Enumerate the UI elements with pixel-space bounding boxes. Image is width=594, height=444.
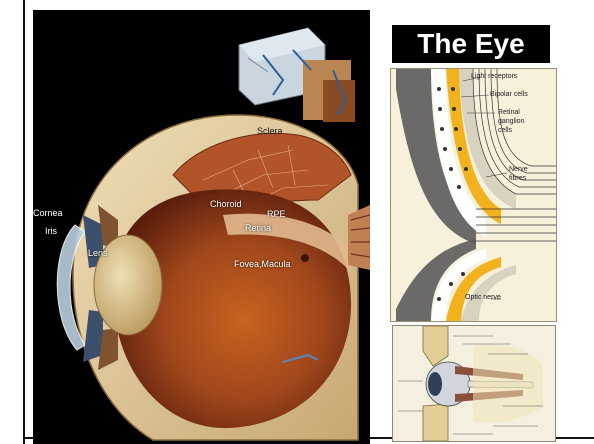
orbit-anatomy-drawing — [393, 326, 555, 441]
retina-layers-drawing — [391, 69, 556, 321]
slide-left-border — [23, 0, 25, 444]
label-retinal-ganglion-line2: ganglion — [498, 118, 524, 126]
label-retinal-ganglion-line3: cells — [498, 127, 512, 135]
fovea-spot — [301, 254, 309, 262]
retina-layers-diagram: Light receptors Bipolar cells Retinal ga… — [390, 68, 557, 322]
page-title: The Eye — [392, 28, 550, 60]
label-rpe: RPE — [267, 209, 286, 219]
label-cornea: Cornea — [33, 208, 63, 218]
label-nerve-fibres-line2: fibres — [509, 175, 526, 183]
label-retina: Retina — [245, 223, 271, 233]
eye-cross-section-illustration: Sclera Choroid RPE Retina Fovea,Macula C… — [33, 10, 370, 444]
title-banner: The Eye — [392, 25, 550, 63]
label-lens: Lens — [88, 248, 108, 258]
label-fovea-macula: Fovea,Macula — [234, 259, 291, 269]
orbit-anatomy-diagram — [392, 325, 556, 442]
eye-cross-section-drawing — [33, 10, 370, 444]
label-optic-nerve: Optic nerve — [465, 294, 501, 302]
label-iris: Iris — [45, 226, 57, 236]
optic-nerve — [348, 205, 370, 270]
label-bipolar-cells: Bipolar cells — [490, 91, 528, 99]
tissue-block-inset — [239, 28, 355, 122]
label-light-receptors: Light receptors — [471, 73, 517, 81]
label-choroid: Choroid — [210, 199, 242, 209]
label-nerve-fibres-line1: Nerve — [509, 166, 528, 174]
label-retinal-ganglion-line1: Retinal — [498, 109, 520, 117]
label-sclera: Sclera — [257, 126, 283, 136]
